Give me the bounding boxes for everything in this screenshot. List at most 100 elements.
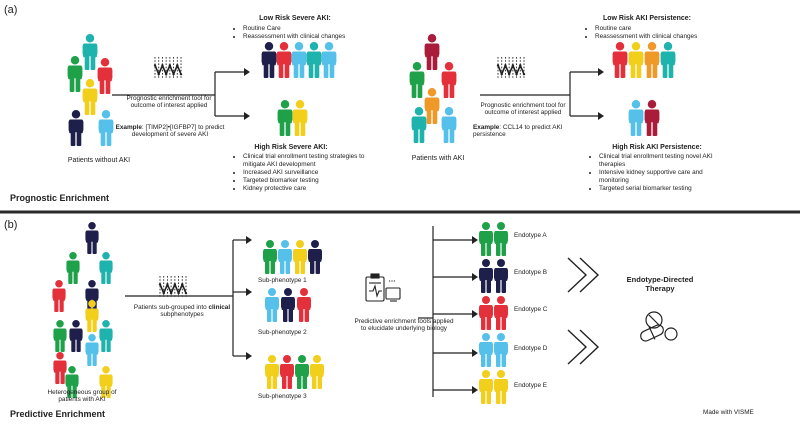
subphenotype-1-label: Sub-phenotype 1: [258, 277, 307, 284]
panel-b-label: (b): [4, 219, 18, 231]
person-icon: [53, 320, 67, 352]
person-icon: [291, 42, 307, 78]
therapy-title: Endotype-Directed Therapy: [626, 275, 694, 293]
a-right-tool-text: Prognostic enrichment tool for outcome o…: [480, 102, 566, 117]
arrowhead: [472, 236, 478, 244]
person-icon: [281, 288, 295, 322]
algorithm-icon: [158, 276, 188, 298]
person-icon: [628, 100, 644, 136]
person-icon: [277, 100, 293, 136]
pills-icon: [640, 311, 678, 342]
person-icon: [441, 107, 457, 143]
person-icon: [85, 300, 99, 332]
person-icon: [295, 355, 309, 389]
person-icon: [644, 100, 660, 136]
section-b-title: Predictive Enrichment: [10, 409, 106, 419]
person-icon: [52, 280, 66, 312]
arrowhead: [244, 112, 250, 120]
person-icon: [628, 42, 644, 78]
arrowhead: [598, 68, 604, 76]
person-icon: [97, 58, 113, 94]
list-item: Clinical trial enrollment testing strate…: [243, 153, 371, 169]
predictive-text: Predictive enrichment tools applied to e…: [354, 318, 454, 333]
person-icon: [85, 334, 99, 366]
person-icon: [644, 42, 660, 78]
a-right-group-label: Patients with AKI: [411, 155, 465, 162]
grouping-post: subphenotypes: [160, 311, 204, 319]
person-icon: [280, 355, 294, 389]
arrowhead: [472, 386, 478, 394]
person-icon: [292, 100, 308, 136]
person-icon: [441, 61, 457, 98]
person-icon: [278, 240, 292, 274]
tool-icons: [153, 57, 678, 365]
person-icon: [99, 320, 113, 352]
arrowhead: [246, 352, 252, 360]
person-icon: [479, 333, 493, 367]
a-right-low-title: Low Risk AKI Persistence:: [602, 15, 692, 22]
person-icon: [68, 110, 84, 146]
arrowhead: [246, 236, 252, 244]
person-icon: [99, 366, 113, 398]
arrowhead: [598, 112, 604, 120]
person-icon: [293, 240, 307, 274]
person-icon: [82, 79, 98, 115]
a-right-example: Example: CCL14 to predict AKI persistenc…: [473, 124, 583, 139]
a-left-high-title: High Risk Severe AKI:: [254, 144, 328, 151]
a-right-high-list: Clinical trial enrollment testing novel …: [592, 153, 731, 193]
person-icon: [66, 252, 80, 284]
person-icon: [424, 88, 440, 124]
person-icon: [98, 110, 114, 146]
person-icon: [263, 240, 277, 274]
chevron-right-icon: [567, 257, 600, 293]
chevron-right-icon: [567, 329, 600, 365]
a-left-tool-text: Prognostic enrichment tool for outcome o…: [126, 95, 212, 110]
person-icon: [261, 42, 277, 78]
arrowhead: [472, 273, 478, 281]
panel-a-label: (a): [4, 4, 18, 16]
person-icon: [479, 296, 493, 330]
grouping-pre: Patients sub-grouped into: [133, 304, 209, 311]
a-left-low-list: Routine Care Reassessment with clinical …: [236, 25, 383, 41]
grouping-bold: clinical: [208, 304, 231, 311]
person-icon: [306, 42, 322, 78]
arrowhead: [472, 310, 478, 318]
arrowhead: [244, 68, 250, 76]
person-icon: [53, 352, 67, 384]
list-item: Targeted serial biomarker testing: [599, 185, 731, 193]
person-icon: [494, 370, 508, 404]
people-icons: [52, 34, 676, 404]
list-item: Routine care: [595, 25, 735, 33]
endotype-b-label: Endotype B: [514, 269, 548, 276]
person-icon: [99, 252, 113, 284]
person-icon: [479, 259, 493, 293]
person-icon: [479, 370, 493, 404]
list-item: Kidney protective care: [243, 185, 371, 193]
arrowhead: [472, 349, 478, 357]
person-icon: [411, 107, 427, 143]
person-icon: [67, 56, 83, 92]
example-bold: Example: [473, 124, 500, 131]
subphenotype-2-label: Sub-phenotype 2: [258, 329, 307, 336]
list-item: Routine Care: [243, 25, 383, 33]
person-icon: [494, 296, 508, 330]
person-icon: [321, 42, 337, 78]
person-icon: [409, 61, 425, 98]
example-text: : [TIMP2]•[IGFBP7] to predict developmen…: [131, 124, 225, 139]
person-icon: [265, 288, 279, 322]
list-item: Increased AKI surveillance: [243, 169, 371, 177]
endotype-e-label: Endotype E: [514, 382, 548, 389]
a-left-high-list: Clinical trial enrollment testing strate…: [236, 153, 371, 193]
a-left-example: Example: [TIMP2]•[IGFBP7] to predict dev…: [114, 124, 226, 139]
a-left-group-label: Patients without AKI: [67, 157, 131, 164]
algorithm-icon: [153, 57, 183, 79]
person-icon: [479, 222, 493, 256]
person-icon: [276, 42, 292, 78]
algorithm-icon: [496, 57, 526, 79]
person-icon: [494, 259, 508, 293]
person-icon: [297, 288, 311, 322]
b-group-label: Heterogeneous group of patients with AKI: [47, 389, 117, 404]
list-item: Intensive kidney supportive care and mon…: [599, 169, 731, 185]
person-icon: [82, 34, 98, 70]
